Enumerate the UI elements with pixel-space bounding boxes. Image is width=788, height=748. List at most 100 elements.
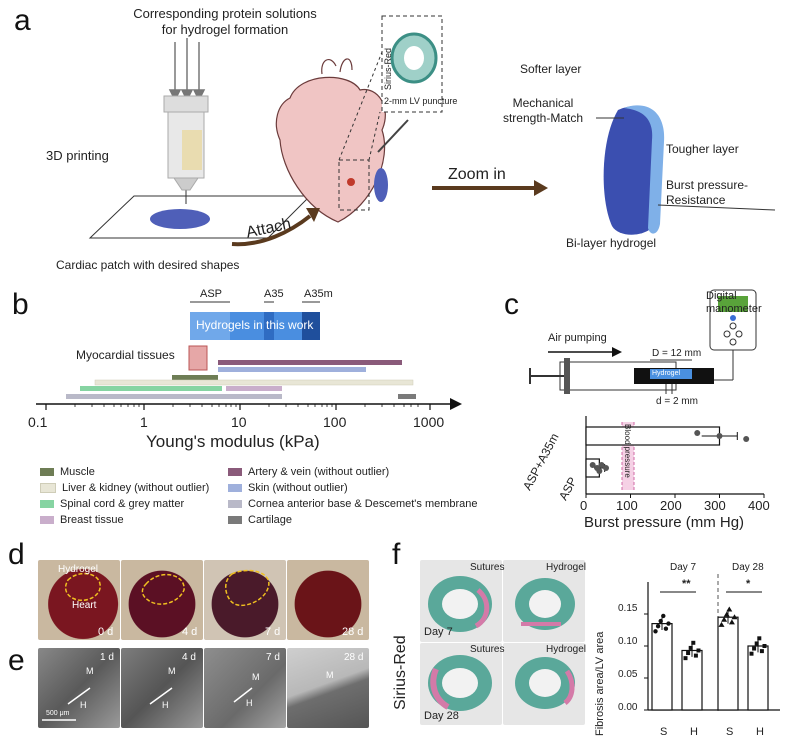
day-4-label: 4 d (182, 626, 198, 638)
protein-solutions-text: Corresponding protein solutions for hydr… (133, 6, 317, 37)
panel-label-b: b (12, 288, 29, 321)
sem-day-1: 1 d (100, 652, 114, 663)
bar-asp-a35m (585, 426, 721, 446)
data-point (603, 465, 610, 471)
f-ytick-2: 0.10 (618, 636, 638, 647)
tick-10: 10 (231, 414, 247, 430)
sem-m-label-2: M (168, 666, 176, 676)
liver-kidney-bar (94, 379, 414, 386)
f-ytick-0: 0.00 (618, 702, 638, 713)
histology-sutures-day7 (420, 560, 502, 642)
data-point (759, 649, 764, 654)
sutures-label-day7: Sutures (470, 562, 505, 573)
histology-sutures-day28 (420, 643, 502, 725)
c-tick-200: 200 (660, 498, 682, 513)
sem-day-7: 7 d (266, 652, 280, 663)
muscle-bar (172, 375, 218, 380)
tick-0-1: 0.1 (28, 414, 48, 430)
patch-caption: Cardiac patch with desired shapes (56, 258, 240, 272)
data-point (688, 645, 693, 650)
hydrogel-label-day28: Hydrogel (546, 644, 587, 655)
data-point (723, 611, 730, 617)
data-point (762, 644, 767, 648)
heart-photo-7d (204, 560, 286, 640)
hydrogel-tag: Hydrogel (652, 370, 681, 377)
data-point (598, 462, 605, 468)
legend-breast: Breast tissue (40, 514, 124, 526)
fibrosis-bar-chart (644, 574, 780, 714)
sutures-label-day28: Sutures (470, 644, 505, 655)
syringe-icon (163, 95, 209, 204)
tick-1: 1 (140, 414, 148, 430)
needle-icon (377, 119, 409, 153)
bar-day7-s (651, 622, 673, 711)
data-point (661, 613, 666, 619)
legend-spinal-cord: Spinal cord & grey matter (40, 498, 184, 510)
data-point (693, 653, 698, 658)
heart-photo-label: Heart (72, 600, 97, 611)
fibrosis-y-label: Fibrosis area/LV area (594, 631, 606, 736)
sem-day-4: 4 d (182, 652, 196, 663)
a35m-label: A35m (304, 288, 333, 300)
sem-photo-4d (121, 648, 203, 728)
f-ytick-1: 0.05 (618, 669, 638, 680)
bar-day28-s (717, 616, 739, 711)
data-point (752, 646, 757, 651)
inner-diameter-label: d = 2 mm (656, 396, 698, 407)
x-ticks (45, 404, 431, 410)
data-point (696, 648, 701, 653)
panel-label-e: e (8, 644, 25, 677)
data-point (731, 614, 738, 620)
f-xlabel-h1: H (690, 726, 698, 738)
legend-cornea: Cornea anterior base & Descemet's membra… (228, 498, 478, 510)
data-point (666, 621, 671, 626)
heart-photo-4d (121, 560, 203, 640)
breast-tissue-bar (226, 386, 282, 391)
f-ytick-3: 0.15 (618, 603, 638, 614)
f-sig-day7: ** (682, 578, 691, 590)
data-point (716, 433, 723, 439)
legend-skin: Skin (without outlier) (228, 482, 348, 494)
air-pumping-label: Air pumping (548, 332, 607, 344)
skin-bar (218, 367, 366, 372)
data-point (728, 619, 735, 625)
bilayer-hydrogel-illustration (603, 105, 665, 235)
data-point (691, 640, 696, 645)
manometer-label: Digital manometer (706, 290, 762, 315)
panel-label-c: c (504, 288, 519, 321)
data-point (743, 436, 750, 442)
inflow-arrows-icon (168, 38, 206, 102)
blood-pressure-tag: Blood pressure (623, 424, 632, 478)
legend-liver-kidney: Liver & kidney (without outlier) (40, 482, 209, 494)
histology-hydrogel-day28 (503, 643, 585, 725)
sem-photo-7d (204, 648, 286, 728)
data-point (757, 636, 762, 641)
f-xlabel-h2: H (756, 726, 764, 738)
burst-pressure-setup (529, 289, 765, 498)
heart-photo-28d (287, 560, 369, 640)
sem-scale-bar-label: 500 μm (46, 710, 70, 717)
inset-stain-label: Sirius-Red (383, 47, 393, 90)
data-point (718, 621, 725, 627)
zoom-in-label: Zoom in (448, 166, 506, 183)
modulus-axis-label: Young's modulus (kPa) (146, 432, 320, 451)
sem-m-label-1: M (86, 666, 94, 676)
outer-diameter-label: D = 12 mm (652, 348, 702, 359)
c-tick-300: 300 (704, 498, 726, 513)
f-sig-day28: * (746, 578, 751, 590)
printed-patch (150, 209, 210, 229)
legend-muscle: Muscle (40, 466, 95, 478)
hydrogel-photo-label: Hydrogel (58, 564, 99, 575)
sem-photo-28d (287, 648, 369, 728)
data-point (726, 606, 733, 612)
panel-a-illustration (88, 15, 776, 247)
c-tick-400: 400 (748, 498, 770, 513)
myocardial-range-bar (188, 345, 208, 371)
tick-1000: 1000 (413, 414, 445, 430)
softer-layer-label: Softer layer (520, 62, 582, 76)
bilayer-hydrogel-label: Bi-layer hydrogel (566, 236, 657, 250)
burst-resistance-label: Burst pressure- Resistance (666, 178, 749, 207)
legend-artery-vein: Artery & vein (without outlier) (228, 466, 389, 478)
data-point (749, 651, 754, 656)
data-point (589, 462, 596, 468)
